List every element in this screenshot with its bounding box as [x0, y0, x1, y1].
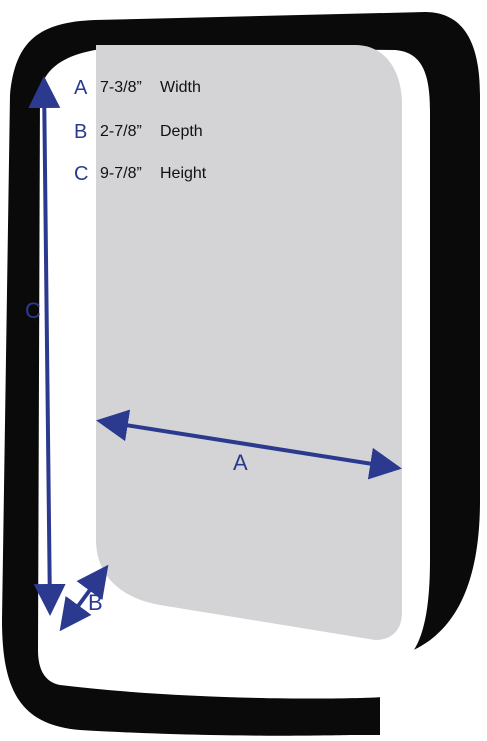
legend-row-height: C 9-7/8” Height	[74, 163, 207, 185]
front-panel	[96, 45, 402, 640]
legend-value-depth: 2-7/8”	[100, 123, 142, 140]
legend: A 7-3/8” Width B 2-7/8” Depth C 9-7/8” H…	[74, 77, 207, 185]
legend-row-width: A 7-3/8” Width	[74, 77, 201, 99]
height-label: C	[25, 298, 41, 323]
legend-letter-width: A	[74, 77, 88, 99]
legend-value-height: 9-7/8”	[100, 165, 142, 182]
height-arrow	[28, 76, 66, 616]
legend-letter-height: C	[74, 163, 88, 185]
depth-arrow	[59, 564, 109, 632]
legend-label-height: Height	[160, 165, 207, 182]
legend-label-depth: Depth	[160, 123, 203, 140]
width-arrow	[96, 409, 402, 480]
depth-label: B	[88, 590, 103, 615]
legend-value-width: 7-3/8”	[100, 79, 142, 96]
legend-label-width: Width	[160, 79, 201, 96]
width-label: A	[233, 450, 248, 475]
legend-row-depth: B 2-7/8” Depth	[74, 121, 203, 143]
legend-letter-depth: B	[74, 121, 87, 143]
